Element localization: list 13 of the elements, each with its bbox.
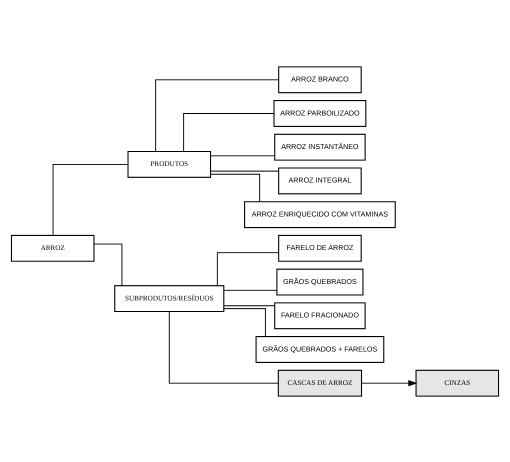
connector xyxy=(223,289,278,290)
connector xyxy=(155,78,279,152)
connector xyxy=(94,243,122,286)
connector xyxy=(210,154,276,156)
arrow xyxy=(361,380,418,386)
connector xyxy=(210,173,260,202)
connector xyxy=(210,170,280,172)
connector xyxy=(223,308,266,337)
connector xyxy=(168,310,279,384)
connector xyxy=(216,252,279,286)
connector xyxy=(52,163,128,236)
connector xyxy=(223,304,276,306)
connector xyxy=(183,112,274,152)
